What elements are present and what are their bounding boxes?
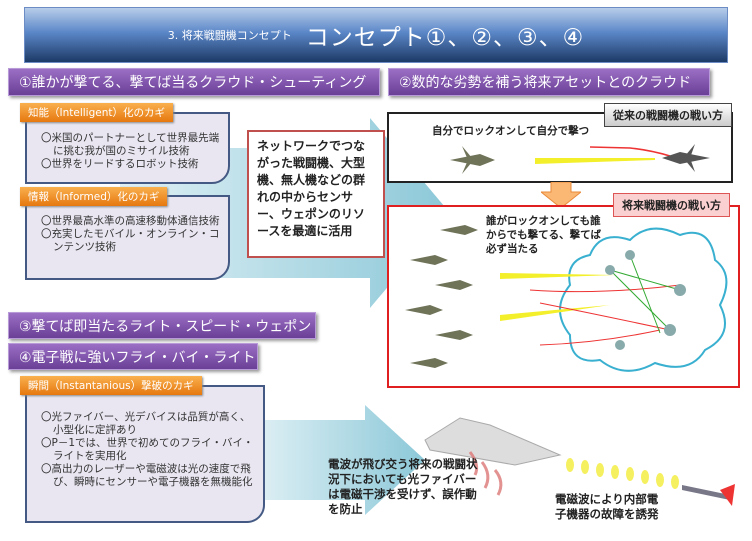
fly-by-light-illustration bbox=[424, 417, 735, 506]
key-item: 〇P－1では、世界で初めてのフライ・バイ・ライトを実用化 bbox=[41, 437, 254, 462]
concept-3-bar: ③撃てば即当たるライト・スピード・ウェポン bbox=[8, 312, 316, 339]
key-item: 〇光ファイバー、光デバイスは品質が高く、小型化に定評あり bbox=[41, 411, 251, 436]
future-fighter-icon bbox=[424, 417, 562, 466]
cloud-shape bbox=[559, 227, 728, 372]
informed-key-box: 〇世界最高水準の高速移動体通信技術 〇充実したモバイル・オンライン・コンテンツ技… bbox=[25, 195, 230, 280]
concept-1-bar: ①誰かが撃てる、撃てば当るクラウド・シューティング bbox=[8, 68, 380, 96]
slide-title: コンセプト①、②、③、④ bbox=[305, 25, 585, 51]
informed-key-label: 情報（Informed）化のカギ bbox=[20, 187, 168, 206]
fighter-jet-group bbox=[405, 225, 478, 368]
em-note: 電磁波により内部電子機器の故障を誘発 bbox=[555, 492, 659, 521]
instantaneous-key-label: 瞬間（Instantanious）撃破のカギ bbox=[20, 376, 202, 395]
concept-2-bar: ②数的な劣勢を補う将来アセットとのクラウド bbox=[388, 68, 710, 96]
flow-arrow-bottom bbox=[255, 405, 425, 515]
conventional-engagement-illustration bbox=[450, 144, 710, 174]
intelligent-key-label: 知能（Intelligent）化のカギ bbox=[20, 103, 173, 122]
instantaneous-key-box: 〇光ファイバー、光デバイスは品質が高く、小型化に定評あり 〇P－1では、世界で初… bbox=[25, 385, 265, 523]
key-item: 〇充実したモバイル・オンライン・コンテンツ技術 bbox=[41, 228, 220, 253]
down-arrow-icon bbox=[541, 182, 581, 208]
fly-by-light-note: 電波が飛び交う将来の戦闘状況下においても光ファイバーは電磁干渉を受けず、誤作動を… bbox=[328, 457, 478, 516]
future-caption: 誰がロックオンしても誰からでも撃てる、撃てば必ず当たる bbox=[486, 215, 601, 255]
cloud-shooting-illustration bbox=[405, 225, 728, 372]
key-item: 〇世界をリードするロボット技術 bbox=[41, 158, 199, 170]
enemy-jet-icon bbox=[662, 144, 710, 172]
key-item: 〇高出力のレーザーや電磁波は光の速度で飛び、瞬時にセンサーや電子機器を無機能化 bbox=[41, 463, 253, 488]
intelligent-key-box: 〇米国のパートナーとして世界最先端に挑む我が国のミサイル技術 〇世界をリードする… bbox=[25, 112, 230, 184]
missile-trail bbox=[589, 146, 671, 157]
section-subtitle: 3. 将来戦闘機コンセプト bbox=[167, 29, 292, 42]
conventional-tag: 従来の戦闘機の戦い方 bbox=[604, 103, 732, 127]
radar-beam bbox=[535, 158, 655, 164]
conventional-caption: 自分でロックオンして自分で撃つ bbox=[432, 125, 590, 137]
slide-header: 3. 将来戦闘機コンセプト コンセプト①、②、③、④ bbox=[24, 7, 728, 63]
future-tag: 将来戦闘機の戦い方 bbox=[613, 193, 730, 217]
network-note: ネットワークでつながった戦闘機、大型機、無人機などの群れの中からセンサー、ウェポ… bbox=[247, 130, 385, 258]
concept-4-bar: ④電子戦に強いフライ・バイ・ライト bbox=[8, 343, 258, 370]
key-item: 〇世界最高水準の高速移動体通信技術 bbox=[41, 215, 220, 227]
drone-icons bbox=[605, 250, 686, 350]
fighter-jet-icon bbox=[450, 146, 495, 174]
key-item: 〇米国のパートナーとして世界最先端に挑む我が国のミサイル技術 bbox=[41, 132, 220, 157]
em-wave-icon bbox=[566, 458, 679, 489]
missile-icon bbox=[682, 484, 735, 506]
